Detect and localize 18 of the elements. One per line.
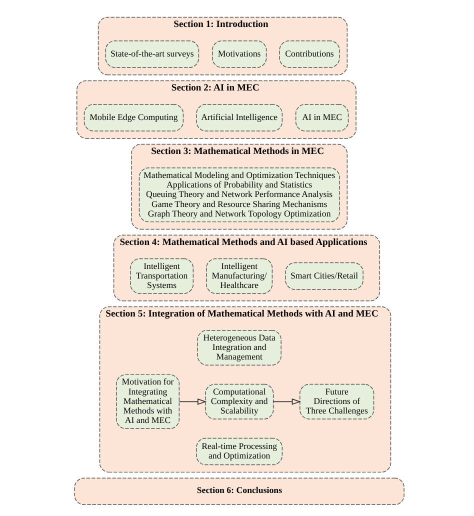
node-box: Computational Complexity and Scalability [204, 384, 274, 420]
node-box: Smart Cities/Retail [284, 262, 363, 290]
node-box: Intelligent Transportation Systems [130, 258, 194, 294]
node-box: Mobile Edge Computing [83, 104, 184, 132]
node-box: Contributions [278, 40, 340, 68]
node-box: Artificial Intelligence [196, 104, 282, 132]
node-box: Future Directions of Three Challenges [299, 384, 374, 420]
arrow [178, 398, 206, 405]
node-box: Mathematical Modeling and Optimization Techniques Applications of Probability and Statistics Queuing Theory and Network Performance Analysis Game Theory and Resource Sharing Mechanisms Graph Theory and Network Topology Optimization [138, 168, 340, 222]
node-box: Section 6: Conclusions [74, 478, 404, 506]
node-box: State-of-the-art surveys [104, 40, 199, 68]
node-box: Motivations [212, 40, 266, 68]
node-box: Motivation for Integrating Mathematical Methods with AI and MEC [116, 374, 180, 429]
node-box: Real-time Processing and Optimization [196, 438, 282, 466]
node-box: Intelligent Manufacturing/ Healthcare [206, 258, 272, 294]
node-box: AI in MEC [294, 104, 348, 132]
arrow [272, 398, 301, 405]
node-box: Heterogeneous Data Integration and Management [196, 330, 281, 366]
